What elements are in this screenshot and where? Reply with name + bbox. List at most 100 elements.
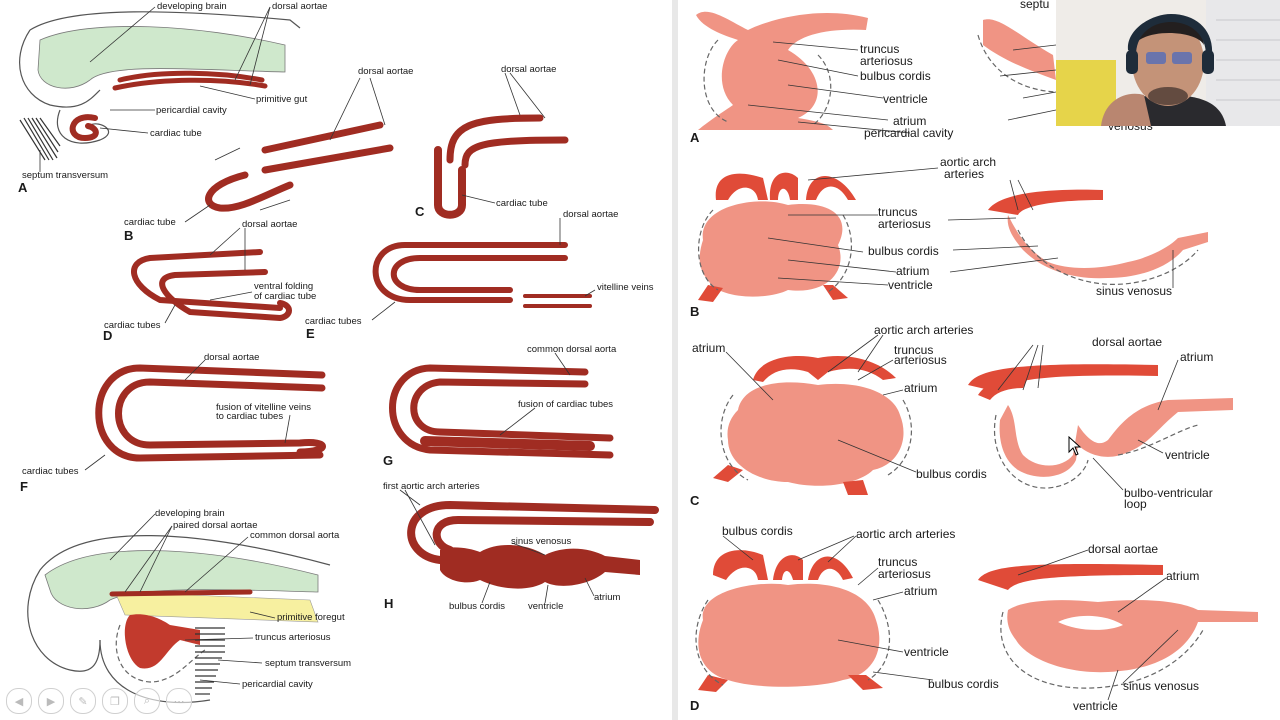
label: aortic arch arteries xyxy=(856,527,955,541)
label: ventricle xyxy=(1073,699,1118,713)
label: arteriosus xyxy=(878,567,931,581)
right-panel-a: truncus arteriosus bulbus cordis ventric… xyxy=(690,0,1153,145)
label: paired dorsal aortae xyxy=(173,520,258,531)
player-controls: ◀ ▶ ✎ ❐ ⌕ ⋯ xyxy=(6,688,192,714)
panel-letter: C xyxy=(690,493,700,508)
left-panel-f: dorsal aortae fusion of vitelline veins … xyxy=(20,352,326,494)
webcam-overlay xyxy=(1056,0,1280,126)
label: truncus xyxy=(878,205,917,219)
label: truncus xyxy=(894,343,933,357)
dorsal-aorta-c xyxy=(968,364,1158,400)
heart-tube-c xyxy=(999,398,1233,477)
panel-letter: A xyxy=(18,180,28,195)
panel-letter: D xyxy=(103,328,112,343)
developing-brain-shape xyxy=(37,26,286,89)
label: arteriosus xyxy=(878,217,931,231)
label: dorsal aortae xyxy=(563,209,618,220)
label: truncus xyxy=(860,42,899,56)
label: atrium xyxy=(893,114,926,128)
heart-shape-d xyxy=(698,583,880,687)
loop-gap-d xyxy=(1058,615,1123,630)
label: bulbus cordis xyxy=(868,244,939,258)
aortic-arch-vessels-d xyxy=(713,550,853,580)
label: sinus venosus xyxy=(1123,679,1199,693)
previous-icon: ◀ xyxy=(14,695,24,708)
heart-shape-a xyxy=(696,11,868,130)
label: pericardial cavity xyxy=(864,126,953,140)
label: ventral folding xyxy=(254,281,313,292)
label: bulbus cordis xyxy=(860,69,931,83)
label: ventricle xyxy=(1165,448,1210,462)
left-panel-h: first aortic arch arteries sinus venosus… xyxy=(383,481,659,612)
heart-tube-h xyxy=(440,544,640,589)
label: loop xyxy=(1124,497,1147,511)
aortic-arch-vessels-c xyxy=(753,356,896,382)
more-button[interactable]: ⋯ xyxy=(166,688,192,714)
label: atrium xyxy=(594,592,620,603)
label: dorsal aortae xyxy=(204,352,259,363)
left-figure-panel: developing brain dorsal aortae primitive… xyxy=(0,0,672,720)
label: dorsal aortae xyxy=(242,219,297,230)
right-figure-svg: truncus arteriosus bulbus cordis ventric… xyxy=(690,0,1258,713)
copy-icon: ❐ xyxy=(110,695,120,708)
copy-button[interactable]: ❐ xyxy=(102,688,128,714)
label: cardiac tubes xyxy=(22,466,79,477)
label: sinus venosus xyxy=(511,536,571,547)
label: pericardial cavity xyxy=(156,105,227,116)
label: first aortic arch arteries xyxy=(383,481,480,492)
heart-tube-b xyxy=(1007,215,1208,279)
label: cardiac tube xyxy=(150,128,202,139)
label: ventricle xyxy=(904,645,949,659)
panel-letter: H xyxy=(384,596,393,611)
label: atrium xyxy=(904,381,937,395)
right-panel-d: bulbus cordis aortic arch arteries trunc… xyxy=(690,524,1258,713)
label: bulbus cordis xyxy=(722,524,793,538)
right-panel-b: aortic arch arteries truncus arteriosus … xyxy=(690,155,1208,319)
panel-letter: B xyxy=(124,228,133,243)
label: fusion of vitelline veins xyxy=(216,402,311,413)
panel-letter: F xyxy=(20,479,28,494)
right-figure-panel: truncus arteriosus bulbus cordis ventric… xyxy=(678,0,1280,720)
label: fusion of cardiac tubes xyxy=(518,399,613,410)
left-panel-c: dorsal aortae cardiac tube C xyxy=(415,64,569,219)
label: arteries xyxy=(944,167,984,181)
aortic-arch-vessels-b xyxy=(715,172,856,200)
label: dorsal aortae xyxy=(501,64,556,75)
label: vitelline veins xyxy=(597,282,654,293)
panel-letter: E xyxy=(306,326,315,341)
label: atrium xyxy=(904,584,937,598)
pen-button[interactable]: ✎ xyxy=(70,688,96,714)
label: septu xyxy=(1020,0,1049,11)
label: ventricle xyxy=(888,278,933,292)
label: atrium xyxy=(692,341,725,355)
label: primitive gut xyxy=(256,94,308,105)
next-button[interactable]: ▶ xyxy=(38,688,64,714)
label: primitive foregut xyxy=(277,612,345,623)
left-panel-d: dorsal aortae ventral folding of cardiac… xyxy=(103,219,316,343)
label: truncus arteriosus xyxy=(255,632,331,643)
truncus-shape xyxy=(124,614,200,669)
panel-letter: D xyxy=(690,698,699,713)
label: common dorsal aorta xyxy=(250,530,340,541)
previous-button[interactable]: ◀ xyxy=(6,688,32,714)
label: arteriosus xyxy=(894,353,947,367)
label: bulbo-ventricular xyxy=(1124,486,1213,500)
label: common dorsal aorta xyxy=(527,344,617,355)
pen-icon: ✎ xyxy=(78,695,88,708)
left-panel-g: common dorsal aorta fusion of cardiac tu… xyxy=(383,344,617,468)
dorsal-aorta-b xyxy=(988,189,1103,215)
zoom-button[interactable]: ⌕ xyxy=(134,688,160,714)
panel-letter: B xyxy=(690,304,699,319)
heart-shape-c xyxy=(727,382,904,486)
label: dorsal aortae xyxy=(358,66,413,77)
zoom-icon: ⌕ xyxy=(143,694,151,707)
right-panel-c: atrium aortic arch arteries truncus arte… xyxy=(690,323,1233,511)
label: cardiac tube xyxy=(496,198,548,209)
left-panel-embryo: developing brain paired dorsal aortae co… xyxy=(27,508,351,704)
label: atrium xyxy=(1166,569,1199,583)
label: cardiac tubes xyxy=(305,316,362,327)
label: atrium xyxy=(896,264,929,278)
label: dorsal aortae xyxy=(1088,542,1158,556)
label: developing brain xyxy=(157,1,227,12)
vitelline-vessels-d xyxy=(698,675,883,692)
